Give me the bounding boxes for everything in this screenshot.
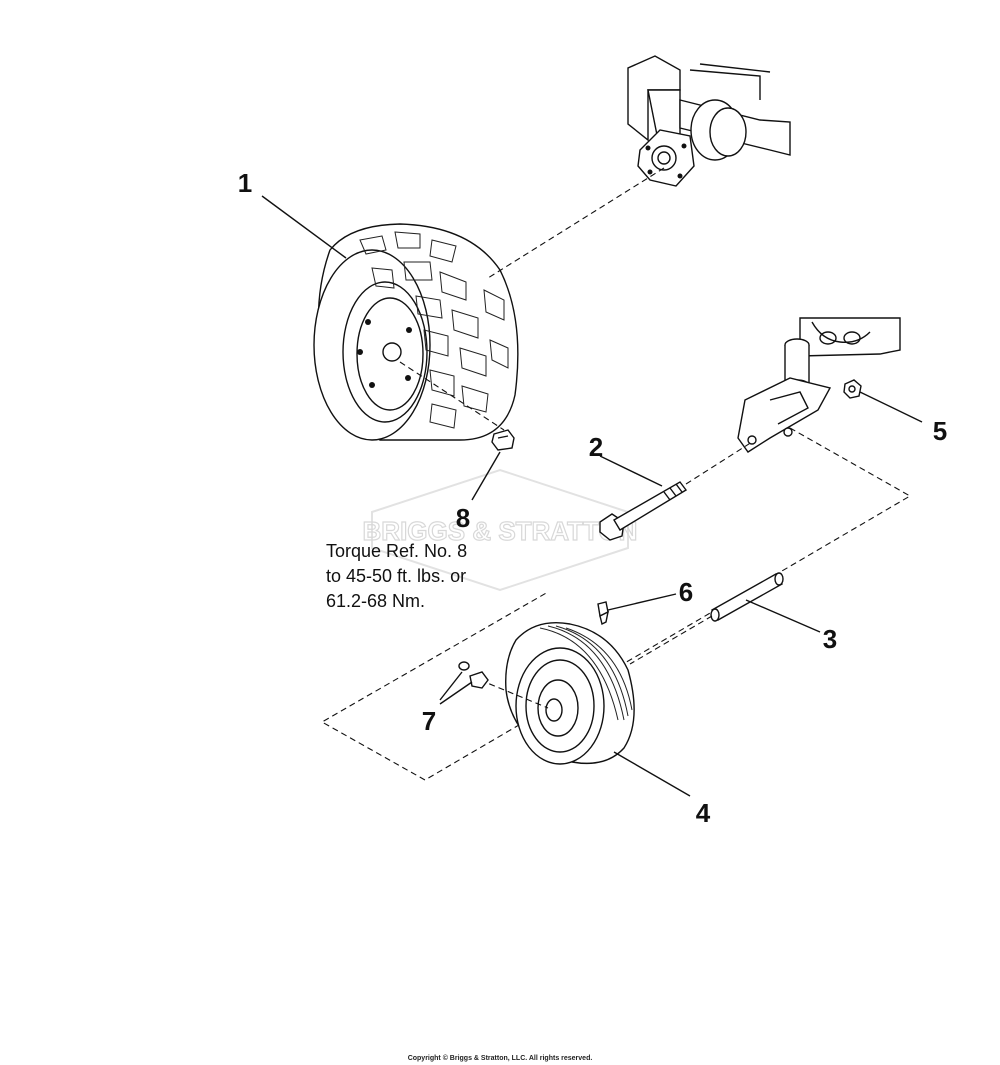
callout-4: 4 <box>696 798 711 828</box>
tube-alignment-line <box>629 615 713 665</box>
callout-2: 2 <box>589 432 603 462</box>
leader-lines <box>261 195 923 797</box>
grease-fitting <box>597 601 609 626</box>
torque-note-line-3: 61.2-68 Nm. <box>326 591 425 611</box>
axle-spacer-tube <box>710 572 784 622</box>
copyright-notice: Copyright © Briggs & Stratton, LLC. All … <box>408 1054 593 1062</box>
frame-hub-assembly <box>627 55 791 187</box>
bearing-seal-pair <box>458 661 489 689</box>
callout-3: 3 <box>823 624 837 654</box>
callout-1: 1 <box>238 168 252 198</box>
svg-text:BRIGGS & STRATTON: BRIGGS & STRATTON <box>363 516 638 546</box>
callout-8: 8 <box>456 503 470 533</box>
callout-6: 6 <box>679 577 693 607</box>
torque-note: Torque Ref. No. 8 to 45-50 ft. lbs. or 6… <box>326 541 467 611</box>
callout-5: 5 <box>933 416 947 446</box>
caster-assembly-boundary <box>320 427 912 781</box>
shoulder-bolt <box>599 481 688 541</box>
bolt-alignment-line <box>685 441 753 485</box>
rear-wheel-tire <box>313 223 519 441</box>
fork-nut <box>843 379 862 399</box>
brand-watermark: BRIGGS & STRATTON <box>362 468 638 592</box>
lug-nut <box>491 429 515 451</box>
fitting-alignment-line <box>479 679 549 709</box>
torque-note-line-2: to 45-50 ft. lbs. or <box>326 566 466 586</box>
callout-7: 7 <box>422 706 436 736</box>
caster-wheel <box>505 622 635 765</box>
caster-bracket <box>737 317 901 453</box>
nut-alignment-line <box>399 361 505 431</box>
axle-alignment-line <box>487 167 665 279</box>
torque-note-line-1: Torque Ref. No. 8 <box>326 541 467 561</box>
